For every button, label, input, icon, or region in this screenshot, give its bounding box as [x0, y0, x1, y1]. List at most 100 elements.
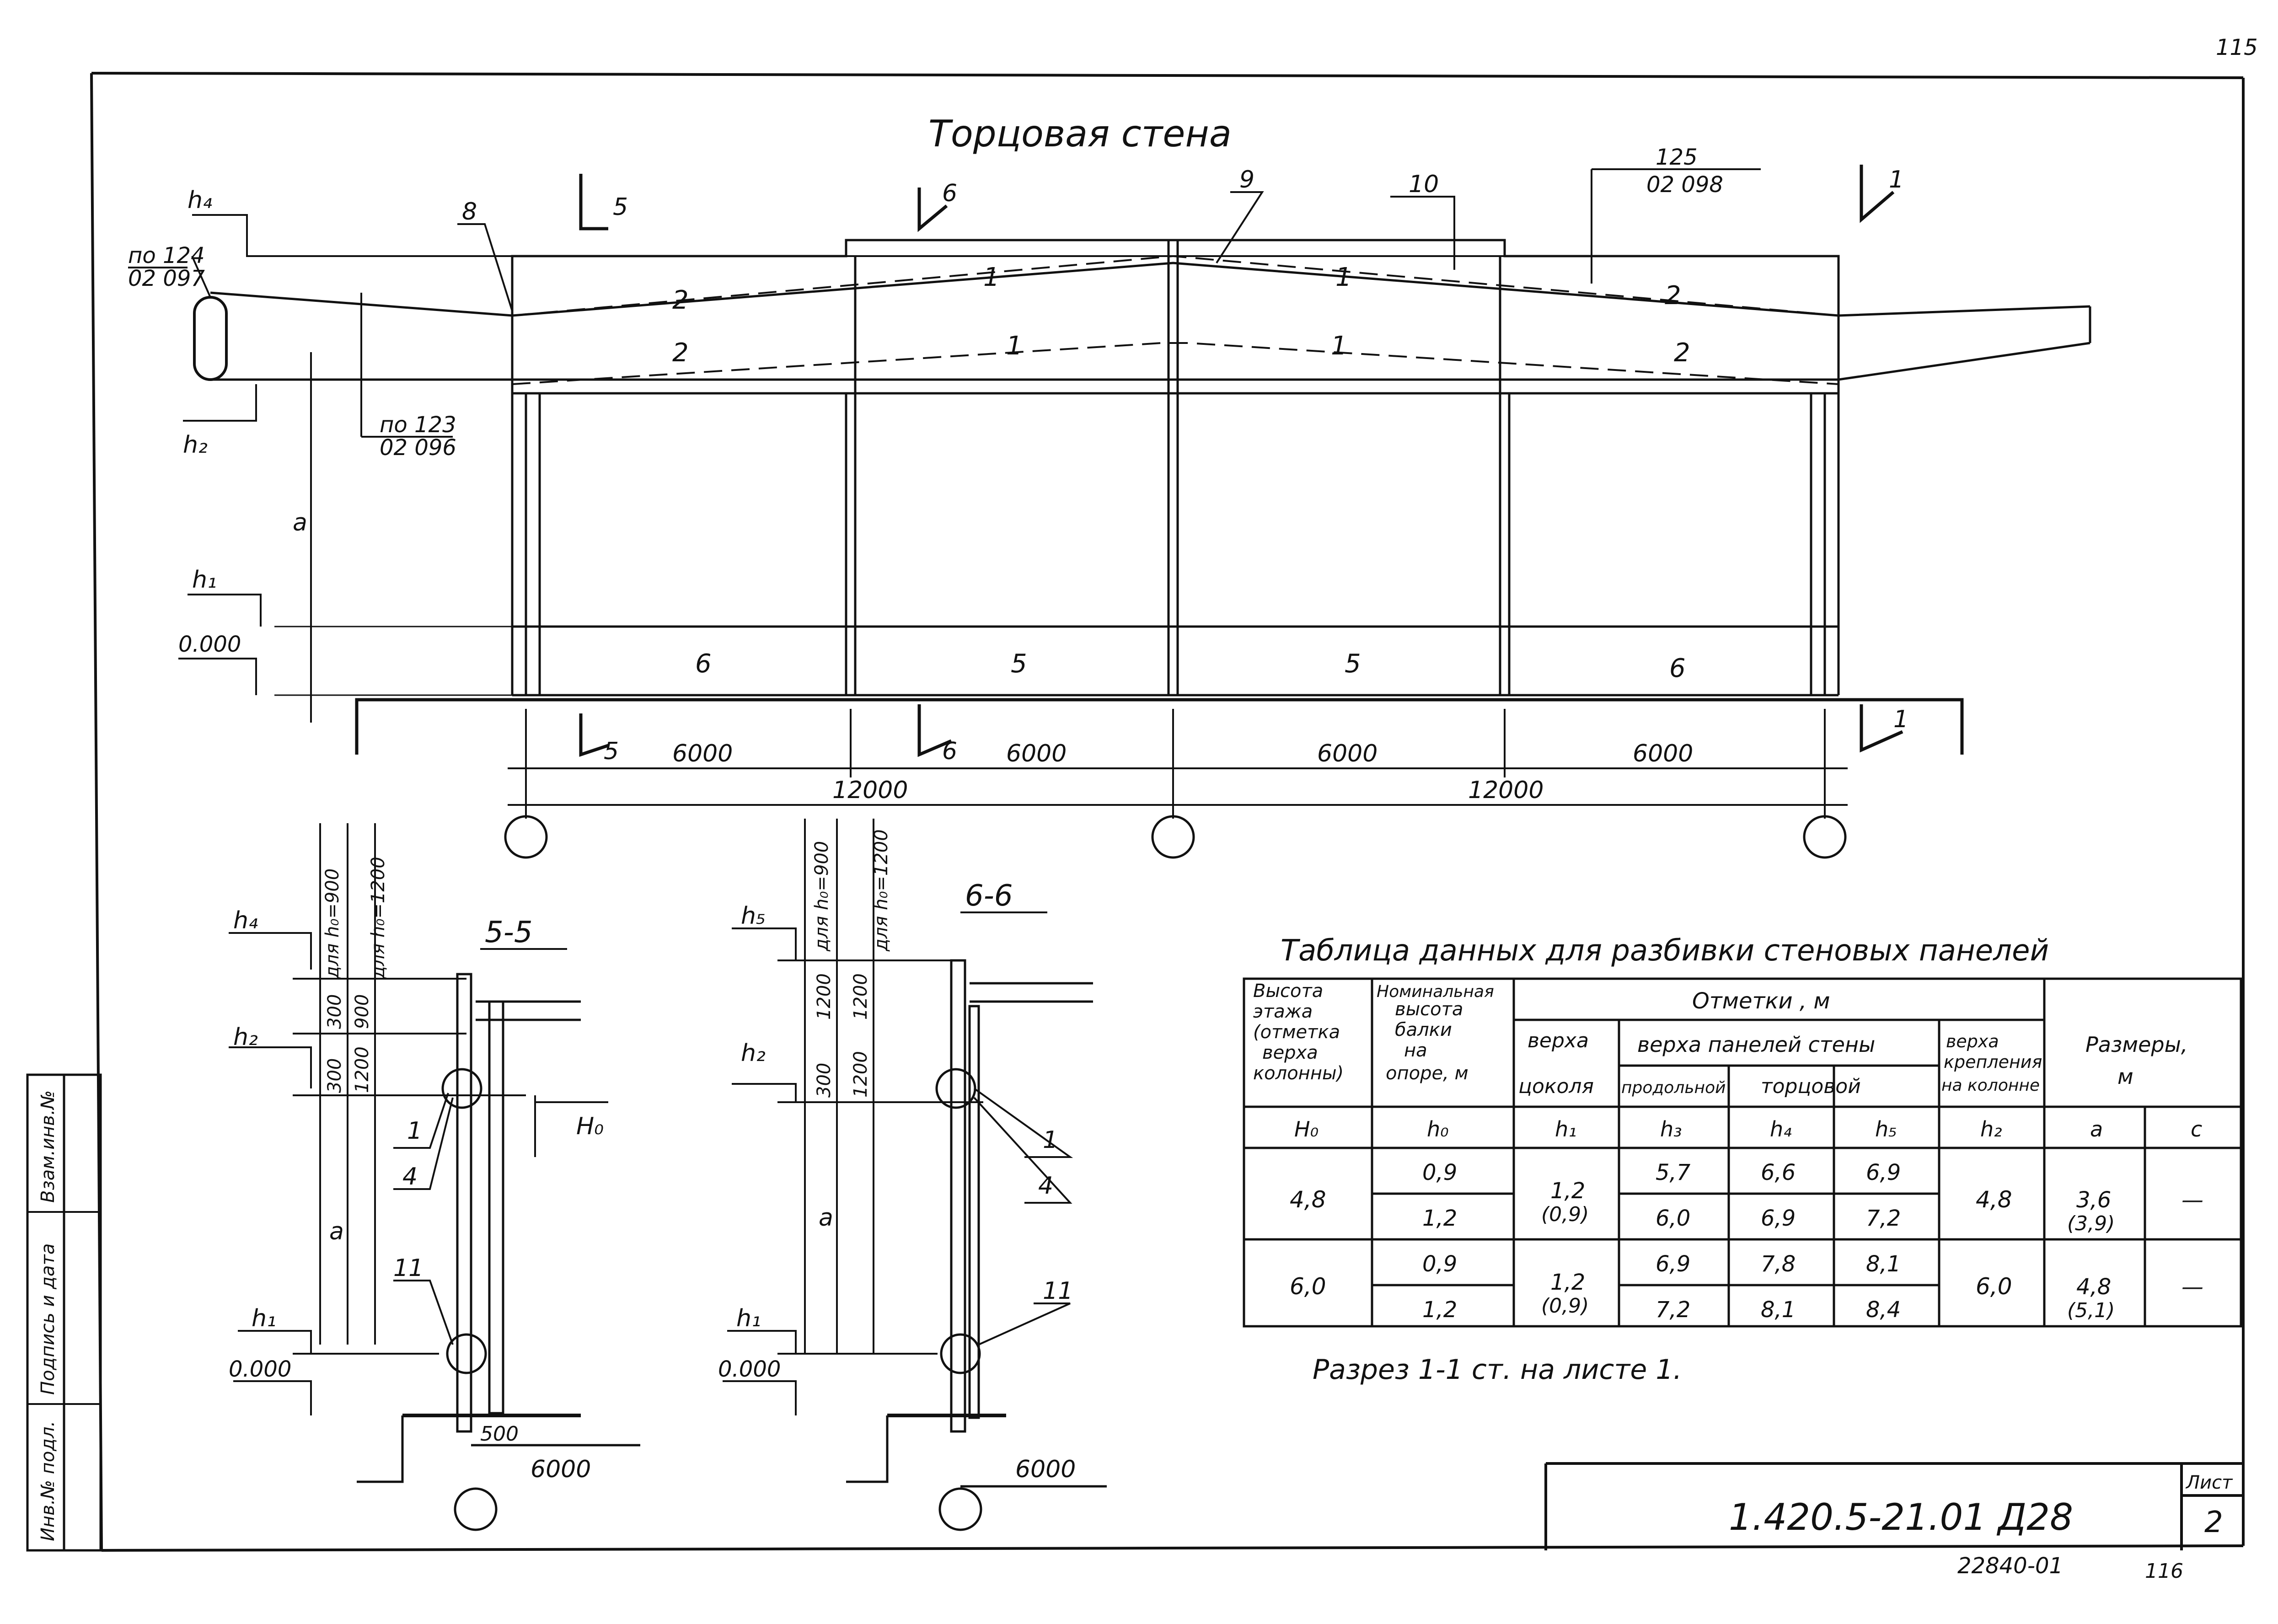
- beam-mark-2c: 2: [672, 338, 689, 368]
- g1-r2-h0: 1,2: [1422, 1206, 1457, 1231]
- th-col1-4: верха: [1262, 1042, 1318, 1063]
- th-col1-1: Высота: [1253, 981, 1323, 1002]
- th-marks: Отметки , м: [1692, 988, 1830, 1014]
- section-5-d500: 500: [480, 1422, 519, 1446]
- th-sizes-2: м: [2117, 1064, 2133, 1089]
- section-5-a: a: [329, 1218, 344, 1245]
- g1-a2: (3,9): [2067, 1212, 2115, 1235]
- g2-r2-h3: 7,2: [1656, 1297, 1690, 1323]
- section-5-note1: для h₀=900: [322, 868, 343, 979]
- g1-r1-h0: 0,9: [1422, 1160, 1457, 1185]
- section-6-c4: 4: [1038, 1172, 1053, 1200]
- wall-outline: [511, 239, 1840, 697]
- roof-beams: [512, 255, 1839, 385]
- elevation-title: Торцовая стена: [928, 113, 1232, 155]
- beam-mark-1a: 1: [983, 263, 1000, 292]
- axis-bubble-2: [1151, 815, 1195, 859]
- g2-c: —: [2182, 1274, 2203, 1300]
- th-fix-2: крепления: [1944, 1052, 2042, 1072]
- section-6-h5: h₅: [741, 902, 766, 930]
- plinth-mark-4: 6: [1669, 654, 1686, 683]
- page-number-top: 115: [2216, 35, 2258, 60]
- g1-h2: 4,8: [1976, 1186, 2012, 1213]
- section-5-note2: для h₀=1200: [368, 857, 389, 979]
- section-mark-6-bot: 6: [942, 738, 957, 765]
- g2-h1: 1,2: [1550, 1270, 1585, 1295]
- g1-h1: 1,2: [1550, 1178, 1585, 1204]
- section-6-zero: 0.000: [718, 1356, 781, 1382]
- dimension-lines: [508, 709, 1848, 819]
- stamp-code: 1.420.5-21.01 Д28: [1729, 1496, 2073, 1538]
- th-col1-5: колонны): [1253, 1063, 1344, 1084]
- g1-r1-h5: 6,9: [1866, 1160, 1901, 1185]
- g1-r1-h3: 5,7: [1656, 1160, 1691, 1185]
- g2-r1-h5: 8,1: [1866, 1251, 1901, 1277]
- section-6-6: 6-6 для h₀=900 для h₀=1200 h₅ h₂ a h₁ 0.…: [718, 819, 1107, 1531]
- th-plinth-2: цоколя: [1518, 1075, 1594, 1098]
- section-mark-5-top: 5: [613, 193, 628, 221]
- section-6-d1200a: 1200: [814, 973, 835, 1020]
- beam-mark-1c: 1: [1006, 331, 1023, 361]
- section-5-c1: 1: [407, 1117, 422, 1145]
- plinth-mark-2: 5: [1011, 649, 1027, 679]
- section-note: Разрез 1-1 ст. на листе 1.: [1313, 1354, 1682, 1386]
- roof-slab: [210, 262, 2091, 381]
- g2-h2: 6,0: [1976, 1273, 2012, 1300]
- dim-span-4: 6000: [1633, 740, 1693, 767]
- axis-bubble-1: [504, 815, 548, 859]
- g1-c: —: [2182, 1187, 2203, 1213]
- table-title: Таблица данных для разбивки стеновых пан…: [1281, 934, 2049, 968]
- section-6-c11: 11: [1043, 1277, 1073, 1305]
- section-5-h1: h₁: [252, 1305, 276, 1332]
- section-5-h2: h₂: [233, 1024, 258, 1051]
- th-col2-4: на: [1404, 1040, 1427, 1061]
- sym-h0: h₀: [1427, 1117, 1449, 1142]
- g2-r2-h0: 1,2: [1422, 1297, 1457, 1323]
- callout-8: 8: [462, 198, 477, 225]
- section-5-title: 5-5: [485, 916, 533, 949]
- stamp-inv: 22840-01: [1957, 1553, 2063, 1579]
- plinth-mark-3: 5: [1345, 649, 1361, 679]
- sym-H0: H₀: [1294, 1117, 1319, 1142]
- side-stamp-inv: Инв.№ подл.: [38, 1421, 59, 1541]
- section-5-5: 5-5 для h₀=900 для h₀=1200 h₄ h₂ a h₁ 0.…: [229, 823, 640, 1531]
- callout-10: 10: [1409, 171, 1439, 198]
- axis-bubble-3: [1803, 815, 1847, 859]
- sym-h1: h₁: [1555, 1117, 1577, 1142]
- sym-a: a: [2090, 1117, 2103, 1142]
- dim-span-2: 6000: [1006, 740, 1067, 767]
- g2-a: 4,8: [2076, 1274, 2111, 1300]
- section-marks: [579, 165, 1903, 757]
- g1-r1-h4: 6,6: [1761, 1160, 1796, 1185]
- elev-zero: 0.000: [178, 632, 241, 657]
- th-col2-2: высота: [1395, 999, 1463, 1020]
- ref-top-sheet: 02 097: [128, 266, 205, 291]
- th-col2-5: опоре, м: [1386, 1063, 1469, 1084]
- dim-bay-2: 12000: [1468, 777, 1544, 804]
- beam-mark-2b: 2: [1665, 281, 1681, 311]
- elevation: 2 1 1 2 2 1 1 2 6 5 5 6 8 9 10 по 124 02…: [128, 145, 2091, 859]
- beam-mark-1b: 1: [1335, 263, 1352, 292]
- title-block: 1.420.5-21.01 Д28 Лист 2 22840-01 116: [1544, 1462, 2243, 1583]
- section-6-dim: 6000: [1015, 1456, 1076, 1483]
- elev-h2: h₂: [183, 431, 208, 459]
- ref-top-num: по 124: [128, 243, 205, 268]
- section-5-d900a: 900: [352, 994, 373, 1029]
- section-5-c4: 4: [402, 1163, 418, 1190]
- g2-r2-h5: 8,4: [1866, 1297, 1901, 1323]
- columns: [525, 240, 1826, 695]
- g1-r2-h4: 6,9: [1761, 1206, 1796, 1231]
- g2-r2-h4: 8,1: [1761, 1297, 1796, 1323]
- section-6-a: a: [819, 1204, 833, 1232]
- beam-mark-2d: 2: [1674, 338, 1690, 368]
- g2-a2: (5,1): [2067, 1299, 2115, 1322]
- sym-h4: h₄: [1770, 1117, 1792, 1142]
- ground-line: [355, 698, 1964, 755]
- dim-span-1: 6000: [672, 740, 733, 767]
- th-col2-1: Номинальная: [1377, 982, 1494, 1001]
- data-table: Таблица данных для разбивки стеновых пан…: [1243, 934, 2242, 1328]
- sym-c: c: [2191, 1117, 2202, 1142]
- section-5-H0: H₀: [576, 1113, 604, 1140]
- elev-h1: h₁: [192, 566, 217, 594]
- th-end: торцовой: [1761, 1075, 1861, 1098]
